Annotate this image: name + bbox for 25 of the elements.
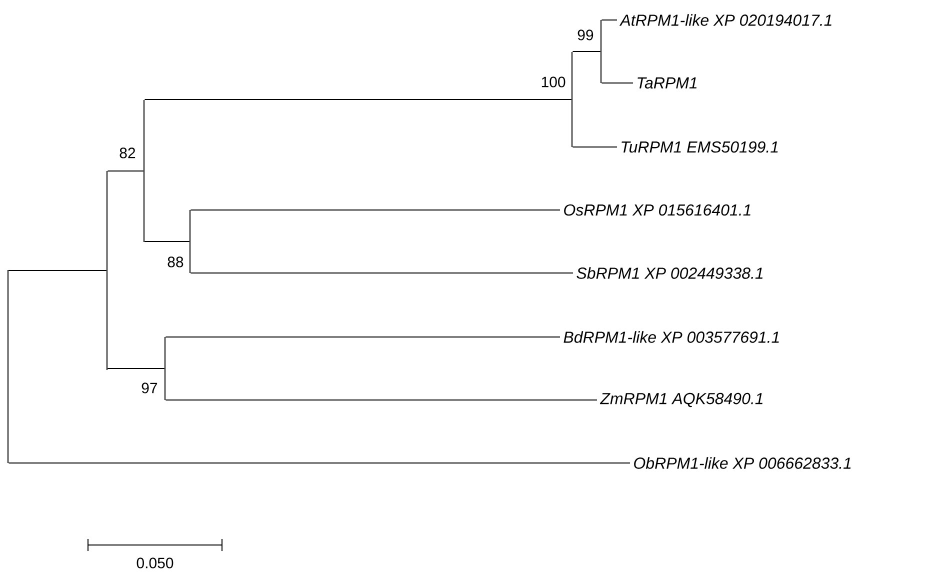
leaf-label: ZmRPM1 AQK58490.1 <box>600 392 762 408</box>
branch-line <box>144 99 572 100</box>
leaf-label: TaRPM1 <box>638 77 697 89</box>
bootstrap-value: 88 <box>168 256 184 268</box>
branch-line <box>8 270 107 271</box>
branch-line <box>190 272 574 274</box>
branch-line <box>144 241 190 242</box>
leaf-label: AtRPM1-like XP 020194017.1 <box>619 14 832 26</box>
leaf-label: ObRPM1-like XP 006662833.1 <box>634 457 851 469</box>
leaf-label: BdRPM1-like XP 003577691.1 <box>564 331 779 343</box>
scale-label: 0.050 <box>136 558 174 568</box>
leaf-label: SbRPM1 XP 002449338.1 <box>576 267 762 279</box>
branch-line <box>107 170 144 172</box>
branch-line <box>8 462 630 464</box>
bootstrap-value: 99 <box>578 30 594 40</box>
branch-line <box>601 82 634 84</box>
bootstrap-value: 100 <box>542 76 566 88</box>
leaf-label: OsRPM1 XP 015616401.1 <box>564 204 750 216</box>
bootstrap-value: 97 <box>142 382 158 394</box>
leaf-label: TuRPM1 EMS50199.1 <box>622 141 778 153</box>
branch-line <box>572 146 618 148</box>
branch-line <box>107 368 165 369</box>
branch-line <box>165 336 560 338</box>
bootstrap-value: 82 <box>120 148 136 158</box>
branch-line <box>572 51 601 52</box>
